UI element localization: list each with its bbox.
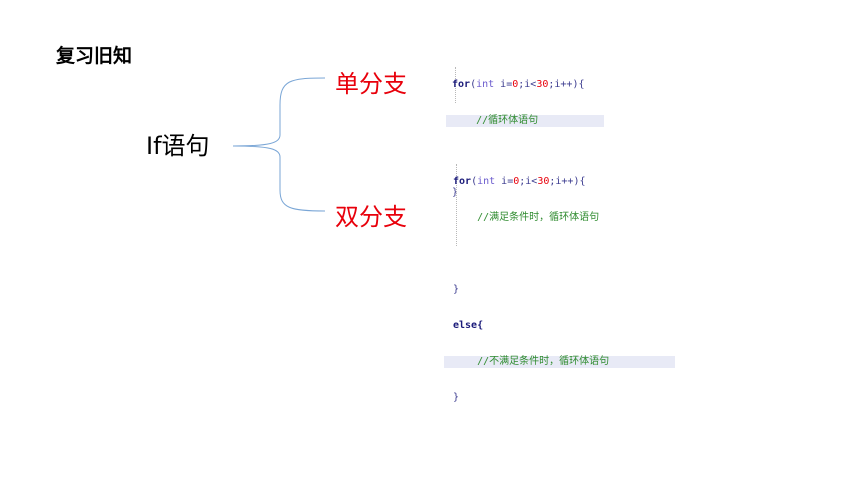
topic-label: If语句 [146, 132, 210, 160]
brace-curve [232, 77, 326, 212]
code-number: 0 [512, 79, 519, 90]
code-number: 30 [537, 176, 550, 187]
code-number: 0 [513, 176, 520, 187]
code-line: //不满足条件时，循环体语句 [444, 356, 675, 368]
slide-title: 复习旧知 [56, 45, 133, 67]
code-token: } [453, 284, 460, 295]
code-token: ( [470, 79, 477, 90]
code-token: } [452, 187, 459, 198]
code-token: ( [471, 176, 478, 187]
code-line: else{ [453, 320, 675, 332]
double-branch-label: 双分支 [335, 203, 407, 231]
code-type: int [477, 176, 496, 187]
single-branch-label: 单分支 [335, 70, 407, 98]
code-line: } [453, 392, 675, 404]
code-keyword: for [453, 176, 472, 187]
code-comment: //满足条件时，循环体语句 [453, 212, 600, 223]
code-token: ;i++){ [549, 176, 586, 187]
code-token: ;i< [519, 176, 538, 187]
code-number: 30 [536, 79, 549, 90]
code-block-double: for(int i=0;i<30;i++){ //满足条件时，循环体语句 } e… [444, 152, 675, 416]
code-token: ;i++){ [548, 79, 585, 90]
code-token: ;i< [518, 79, 537, 90]
code-line: } [453, 284, 675, 296]
code-line: //满足条件时，循环体语句 [453, 212, 675, 224]
code-token: } [453, 392, 460, 403]
code-keyword: for [452, 79, 471, 90]
code-comment: //循环体语句 [446, 115, 604, 127]
code-line: } [452, 187, 604, 199]
code-block-single: for(int i=0;i<30;i++){ //循环体语句 } [446, 55, 604, 211]
code-token: i= [494, 79, 513, 90]
code-line-empty [453, 248, 675, 260]
code-token: i= [495, 176, 514, 187]
code-line: //循环体语句 [446, 115, 604, 127]
code-gutter-double [456, 164, 457, 246]
code-gutter-single [455, 67, 456, 103]
code-comment: //不满足条件时，循环体语句 [444, 356, 675, 368]
code-line: for(int i=0;i<30;i++){ [453, 176, 675, 188]
code-line: for(int i=0;i<30;i++){ [452, 79, 604, 91]
code-keyword: else{ [453, 320, 484, 331]
code-type: int [476, 79, 495, 90]
